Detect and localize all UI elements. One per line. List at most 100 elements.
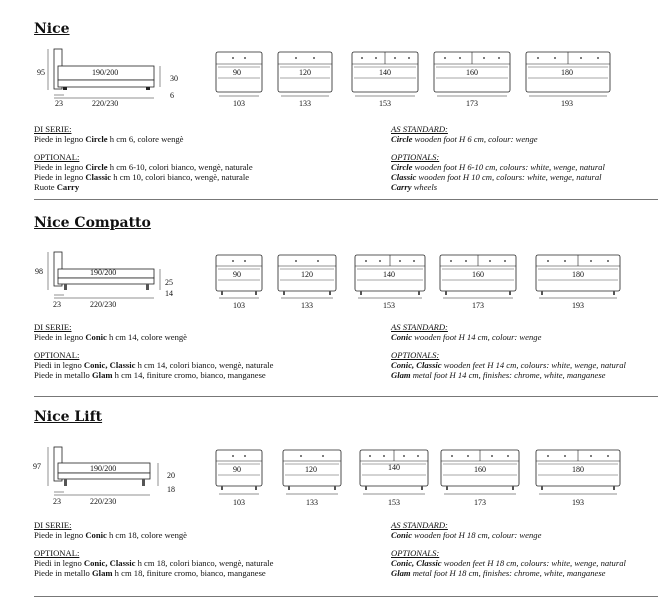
italian-specs: DI SERIE: Piede in legno Circle h cm 6, … (34, 124, 253, 192)
standard-lines: Circle wooden foot H 6 cm, colour: wenge (391, 134, 605, 144)
top-view-width-label: 90 (233, 68, 241, 77)
top-view-dim-label: 133 (299, 99, 311, 108)
english-specs: AS STANDARD: Circle wooden foot H 6 cm, … (391, 124, 605, 192)
spec-line: Piede in legno Classic h cm 10, colori b… (34, 172, 250, 182)
english-specs: AS STANDARD: Conic wooden foot H 14 cm, … (391, 322, 626, 380)
top-view-140: 140 153 (351, 51, 419, 108)
top-view-dim-label: 153 (388, 498, 400, 507)
top-view-width-label: 180 (572, 270, 584, 279)
spec-line: Glam metal foot H 14 cm, finishes: chrom… (391, 370, 606, 380)
italian-specs: DI SERIE: Piede in legno Conic h cm 14, … (34, 322, 273, 380)
standard-heading: AS STANDARD: (391, 520, 448, 530)
top-view-160: 160 173 (439, 254, 517, 310)
top-view-dim-label: 133 (301, 301, 313, 310)
top-view-dim-label: 173 (466, 99, 478, 108)
top-view-120: 120 133 (277, 254, 337, 310)
side-length-label: 220/230 (90, 497, 116, 506)
bed-drawings: 98 190/200 25 14 23 220/230 90 103 (35, 251, 621, 310)
section-title: Nice Compatto (34, 215, 151, 231)
side-height-label: 97 (33, 462, 41, 471)
optional-heading: OPTIONALS: (391, 152, 440, 162)
spec-line: Conic wooden foot H 18 cm, colour: wenge (391, 530, 542, 540)
spec-line: Circle wooden foot H 6-10 cm, colours: w… (391, 162, 605, 172)
side-view-diagram: 98 190/200 25 14 23 220/230 (35, 251, 173, 309)
english-specs: AS STANDARD: Conic wooden foot H 18 cm, … (391, 520, 626, 578)
top-view-dim-label: 173 (474, 498, 486, 507)
side-frame-height-label: 20 (167, 471, 175, 480)
side-foot-width-label: 23 (55, 99, 63, 108)
side-foot-height-label: 18 (167, 485, 175, 494)
spec-line: Ruote Carry (34, 182, 80, 192)
top-view-140: 140 153 (354, 254, 426, 310)
side-view-diagram: 97 190/200 20 18 23 220/230 (33, 446, 175, 506)
spec-line: Conic wooden foot H 14 cm, colour: wenge (391, 332, 542, 342)
section-nice-lift: Nice Lift 97 190/200 20 18 23 220/230 (0, 397, 659, 599)
top-view-width-label: 120 (299, 68, 311, 77)
standard-heading: DI SERIE: (34, 322, 72, 332)
spec-line: Piede in legno Circle h cm 6, colore wen… (34, 134, 184, 144)
section-nice: Nice 95 190/200 30 6 23 220/230 (0, 0, 659, 200)
section-title: Nice (34, 21, 70, 37)
top-view-dim-label: 173 (472, 301, 484, 310)
top-view-width-label: 180 (572, 465, 584, 474)
standard-heading: AS STANDARD: (391, 322, 448, 332)
top-view-120: 120 133 (282, 449, 342, 507)
top-view-90: 90 103 (215, 449, 263, 507)
spec-line: Piedi in legno Conic, Classic h cm 18, c… (34, 558, 274, 568)
bed-drawings: 95 190/200 30 6 23 220/230 90 103 120 (37, 48, 611, 108)
top-view-90: 90 103 (215, 51, 263, 108)
top-view-width-label: 120 (305, 465, 317, 474)
side-length-label: 220/230 (90, 300, 116, 309)
top-view-width-label: 140 (383, 270, 395, 279)
top-view-dim-label: 103 (233, 99, 245, 108)
section-nice-compatto: Nice Compatto 98 190/200 25 14 23 220/23… (0, 200, 659, 400)
optional-heading: OPTIONAL: (34, 152, 80, 162)
side-foot-width-label: 23 (53, 300, 61, 309)
top-view-dim-label: 153 (379, 99, 391, 108)
standard-heading: DI SERIE: (34, 124, 72, 134)
standard-heading: AS STANDARD: (391, 124, 448, 134)
standard-lines: Conic wooden foot H 18 cm, colour: wenge (391, 530, 626, 540)
top-view-180: 180 193 (535, 449, 621, 507)
optional-heading: OPTIONAL: (34, 350, 80, 360)
spec-line: Piede in legno Conic h cm 14, colore wen… (34, 332, 187, 342)
side-mattress-label: 190/200 (90, 464, 116, 473)
spec-line: Piede in legno Circle h cm 6-10, colori … (34, 162, 253, 172)
section-divider (34, 596, 658, 597)
top-view-width-label: 160 (472, 270, 484, 279)
side-foot-height-label: 6 (170, 91, 174, 100)
top-view-dim-label: 133 (306, 498, 318, 507)
optional-lines: Circle wooden foot H 6-10 cm, colours: w… (391, 162, 605, 192)
top-view-width-label: 120 (301, 270, 313, 279)
standard-lines: Piede in legno Conic h cm 14, colore wen… (34, 332, 273, 342)
spec-line: Piede in metallo Glam h cm 14, finiture … (34, 370, 266, 380)
top-view-width-label: 160 (466, 68, 478, 77)
bed-drawings: 97 190/200 20 18 23 220/230 90 103 (33, 446, 621, 507)
top-view-width-label: 140 (388, 463, 400, 472)
side-mattress-label: 190/200 (92, 68, 118, 77)
top-view-160: 160 173 (440, 449, 520, 507)
section-divider (34, 396, 658, 397)
top-view-width-label: 180 (561, 68, 573, 77)
spec-line: Piede in metallo Glam h cm 18, finiture … (34, 568, 266, 578)
spec-line: Conic, Classic wooden feet H 18 cm, colo… (391, 558, 626, 568)
top-view-dim-label: 193 (572, 301, 584, 310)
side-foot-width-label: 23 (53, 497, 61, 506)
side-height-label: 98 (35, 267, 43, 276)
optional-lines: Piedi in legno Conic, Classic h cm 14, c… (34, 360, 273, 380)
optional-heading: OPTIONAL: (34, 548, 80, 558)
spec-line: Conic, Classic wooden feet H 14 cm, colo… (391, 360, 626, 370)
top-view-140: 140 153 (359, 449, 429, 507)
side-height-label: 95 (37, 68, 45, 77)
side-length-label: 220/230 (92, 99, 118, 108)
top-view-160: 160 173 (433, 51, 511, 108)
standard-lines: Piede in legno Conic h cm 18, colore wen… (34, 530, 273, 540)
top-view-width-label: 90 (233, 270, 241, 279)
top-view-width-label: 90 (233, 465, 241, 474)
top-view-dim-label: 103 (233, 301, 245, 310)
optional-lines: Conic, Classic wooden feet H 18 cm, colo… (391, 558, 626, 578)
spec-line: Classic wooden foot H 10 cm, colours: wh… (391, 172, 602, 182)
top-view-dim-label: 193 (561, 99, 573, 108)
side-mattress-label: 190/200 (90, 268, 116, 277)
optional-lines: Conic, Classic wooden feet H 14 cm, colo… (391, 360, 626, 380)
